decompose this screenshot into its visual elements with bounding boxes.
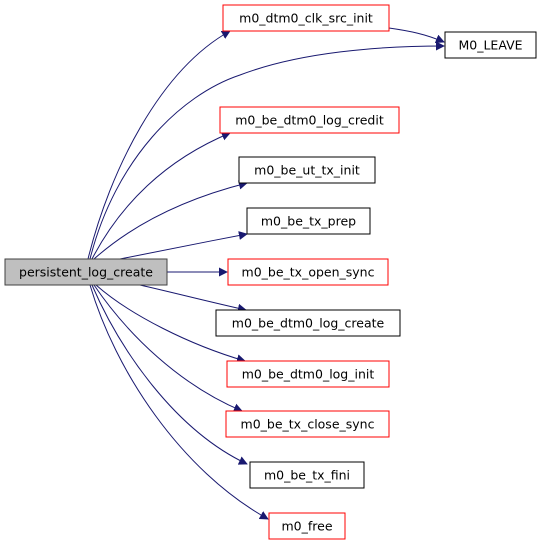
node-label: m0_be_dtm0_log_init [242,367,375,382]
node-box [226,360,390,388]
node-box [222,4,390,32]
node-label: M0_LEAVE [458,38,522,53]
node-box [444,31,537,59]
node-label: m0_be_tx_prep [261,214,356,229]
node-label: m0_dtm0_clk_src_init [239,11,373,26]
node-label: m0_be_tx_open_sync [242,265,375,280]
node-box [246,207,371,235]
node-label: m0_be_dtm0_log_credit [235,113,384,128]
edge-root-to-leave [89,41,445,260]
node-loginit[interactable]: m0_be_dtm0_log_init [226,360,390,388]
node-prep[interactable]: m0_be_tx_prep [246,207,371,235]
node-label: m0_be_ut_tx_init [254,163,360,178]
node-label: m0_be_tx_fini [264,468,350,483]
node-label: persistent_log_create [19,265,153,280]
edge-clk-to-leave [388,27,445,44]
edge-root-to-uttx [93,180,248,260]
node-box [219,106,400,134]
node-root[interactable]: persistent_log_create [4,258,168,286]
node-clk[interactable]: m0_dtm0_clk_src_init [222,4,390,32]
edge-root-to-free [89,284,269,520]
node-open[interactable]: m0_be_tx_open_sync [227,258,389,286]
node-logcreate[interactable]: m0_be_dtm0_log_create [215,309,401,337]
node-leave[interactable]: M0_LEAVE [444,31,537,59]
node-label: m0_be_dtm0_log_create [232,316,385,331]
edge-root-to-close [93,284,243,413]
node-box [4,258,168,286]
node-label: m0_free [281,519,332,534]
edge-root-to-credit [91,131,231,260]
node-box [268,512,346,540]
edge-root-to-clk [87,30,231,260]
node-box [227,258,389,286]
edge-root-to-prep [119,231,248,260]
node-box [238,156,376,184]
edges-layer [87,27,445,520]
edge-root-to-logcreate [139,284,247,313]
node-box [249,461,365,489]
edge-root-to-loginit [95,284,246,364]
edge-root-to-fini [91,284,248,465]
node-credit[interactable]: m0_be_dtm0_log_credit [219,106,400,134]
node-fini[interactable]: m0_be_tx_fini [249,461,365,489]
node-box [215,309,401,337]
node-close[interactable]: m0_be_tx_close_sync [225,410,390,438]
node-box [225,410,390,438]
node-label: m0_be_tx_close_sync [241,417,375,432]
node-uttx[interactable]: m0_be_ut_tx_init [238,156,376,184]
nodes-layer: persistent_log_create m0_dtm0_clk_src_ini… [4,4,537,540]
node-free[interactable]: m0_free [268,512,346,540]
